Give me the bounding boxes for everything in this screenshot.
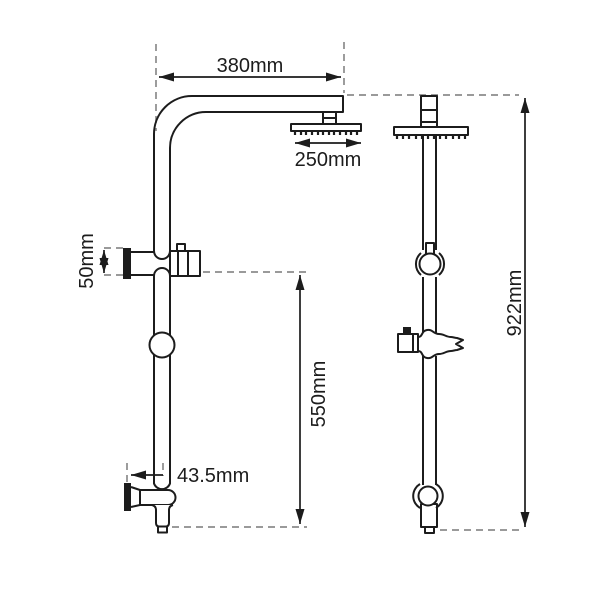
diverter-body-lines [177, 251, 189, 276]
front-view [123, 95, 362, 534]
extension-lines [104, 42, 520, 531]
holder-pin [403, 327, 411, 334]
bottom-wall-flange [124, 483, 131, 511]
dimensions: 380mm 250mm 50mm 550mm 43.5mm 922mm [76, 55, 530, 527]
side-head-plate [393, 126, 469, 136]
dimension-label-250: 250mm [295, 149, 362, 171]
shower-head-plate [290, 123, 362, 132]
bottom-inlet-tube [139, 489, 177, 506]
side-rail-upper [422, 135, 437, 250]
wall-bracket-flange [123, 248, 131, 279]
hose-outlet-nipple [157, 525, 168, 534]
rail-bottom-cap [153, 476, 171, 491]
side-rail-middle [422, 277, 437, 333]
shower-head-stem [322, 112, 337, 124]
rail-lower [153, 276, 171, 477]
shower-head-nozzles [293, 131, 359, 135]
side-rail-lower [422, 356, 437, 485]
rail-joint-cap-lower [153, 267, 171, 277]
bottom-flange-cone [130, 486, 141, 508]
holder-block [397, 333, 419, 353]
diverter-lever [176, 243, 186, 252]
dimension-label-380: 380mm [217, 55, 284, 77]
side-top-connector-lines [421, 109, 437, 123]
side-diverter-lever [425, 242, 435, 255]
extension-lines-50mm [104, 247, 128, 276]
side-bottom-tube [420, 503, 438, 528]
hose-outlet [151, 504, 174, 528]
side-diverter-knob [418, 252, 442, 276]
dimension-label-43: 43.5mm [177, 465, 249, 487]
slider-ring [148, 331, 176, 359]
wall-bracket-tube [131, 251, 154, 276]
diverter-body [169, 250, 201, 277]
dimension-label-550: 550mm [308, 361, 330, 428]
curved-arm-outline [153, 95, 344, 149]
side-bottom-elbow [417, 485, 439, 507]
dimension-label-922: 922mm [504, 270, 526, 337]
rail-upper [153, 134, 171, 251]
side-diverter-ring [414, 252, 446, 276]
side-bottom-ring [412, 483, 444, 509]
dimension-label-50: 50mm [76, 233, 98, 289]
side-view [393, 95, 469, 534]
handset-cradle [417, 328, 464, 360]
rail-joint-cap-upper [153, 250, 171, 260]
side-bottom-nipple [424, 526, 435, 534]
